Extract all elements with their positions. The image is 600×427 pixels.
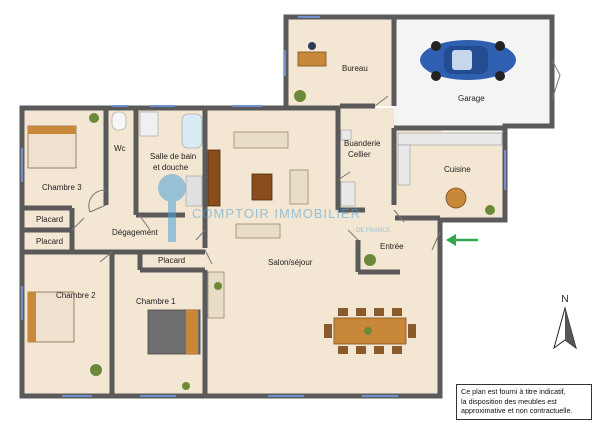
label-sdb-1: Salle de bain [150, 152, 196, 161]
note-line-1: Ce plan est fourni à titre indicatif, [461, 387, 566, 396]
label-bureau: Bureau [342, 64, 368, 73]
label-buanderie-2: Cellier [348, 150, 371, 159]
watermark-brand: COMPTOIR IMMOBILIER [192, 206, 361, 221]
bed-chambre-2 [27, 291, 102, 376]
kitchen-furniture [397, 132, 503, 215]
desk [294, 42, 327, 102]
label-cuisine: Cuisine [444, 165, 471, 174]
label-chambre-1: Chambre 1 [136, 297, 176, 306]
watermark: COMPTOIR IMMOBILIER DE FRANCE [158, 174, 391, 242]
label-placard-2: Placard [36, 237, 63, 246]
label-chambre-2: Chambre 2 [56, 291, 96, 300]
note-line-2: la disposition des meubles est [461, 396, 557, 406]
watermark-sub: DE FRANCE [356, 228, 391, 234]
label-placard-3: Placard [158, 256, 185, 265]
label-garage: Garage [458, 94, 485, 103]
disclaimer-note: Ce plan est fourni à titre indicatif, la… [456, 384, 592, 420]
label-entree: Entrée [380, 242, 404, 251]
note-line-3: approximative et non contractuelle. [461, 406, 573, 416]
entry-arrow-icon [446, 234, 478, 246]
label-sdb-2: et douche [153, 163, 189, 172]
label-chambre-3: Chambre 3 [42, 183, 82, 192]
label-wc: Wc [114, 144, 126, 153]
bed-chambre-1 [147, 309, 201, 390]
label-placard-1: Placard [36, 215, 63, 224]
label-salon: Salon/séjour [268, 258, 313, 267]
bed-chambre-3 [27, 113, 99, 169]
entry-plant [364, 254, 376, 266]
car-icon [420, 40, 516, 81]
bathroom-fixtures [111, 111, 203, 207]
living-room-furniture [207, 131, 309, 319]
compass-label: N [561, 294, 568, 305]
windows [21, 16, 506, 397]
doors [71, 59, 561, 265]
label-buanderie-1: Buanderie [344, 139, 381, 148]
north-compass-icon: N [553, 294, 577, 350]
laundry-appliances [340, 129, 356, 207]
label-degagement: Dégagement [112, 228, 159, 237]
dining-table [324, 308, 416, 354]
